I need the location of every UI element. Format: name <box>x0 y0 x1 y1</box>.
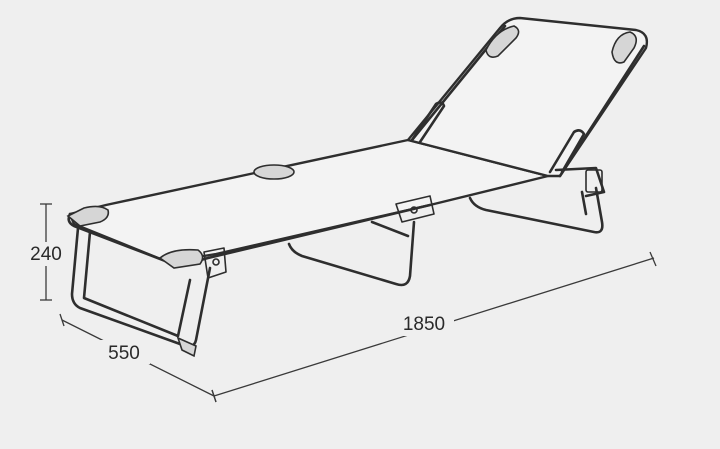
front-left-grip <box>66 205 110 227</box>
height-label: 240 <box>30 244 62 265</box>
height-dimension <box>20 203 72 301</box>
backrest-support-right <box>548 129 606 198</box>
backrest-handle-left <box>485 25 520 58</box>
length-label: 1850 <box>403 314 445 335</box>
rear-leg-frame <box>468 186 604 234</box>
width-label: 550 <box>108 343 140 364</box>
length-dimension <box>211 251 657 403</box>
width-dimension <box>59 313 217 403</box>
backrest-handle-right <box>611 31 638 64</box>
front-leg-frame <box>70 226 212 358</box>
center-handle <box>253 164 295 180</box>
middle-joint-bracket <box>395 195 435 223</box>
front-right-grip <box>158 248 204 269</box>
front-joint-bracket <box>203 247 227 279</box>
middle-leg-frame <box>287 220 416 287</box>
backrest-support-left <box>410 101 446 144</box>
backrest <box>406 16 649 178</box>
